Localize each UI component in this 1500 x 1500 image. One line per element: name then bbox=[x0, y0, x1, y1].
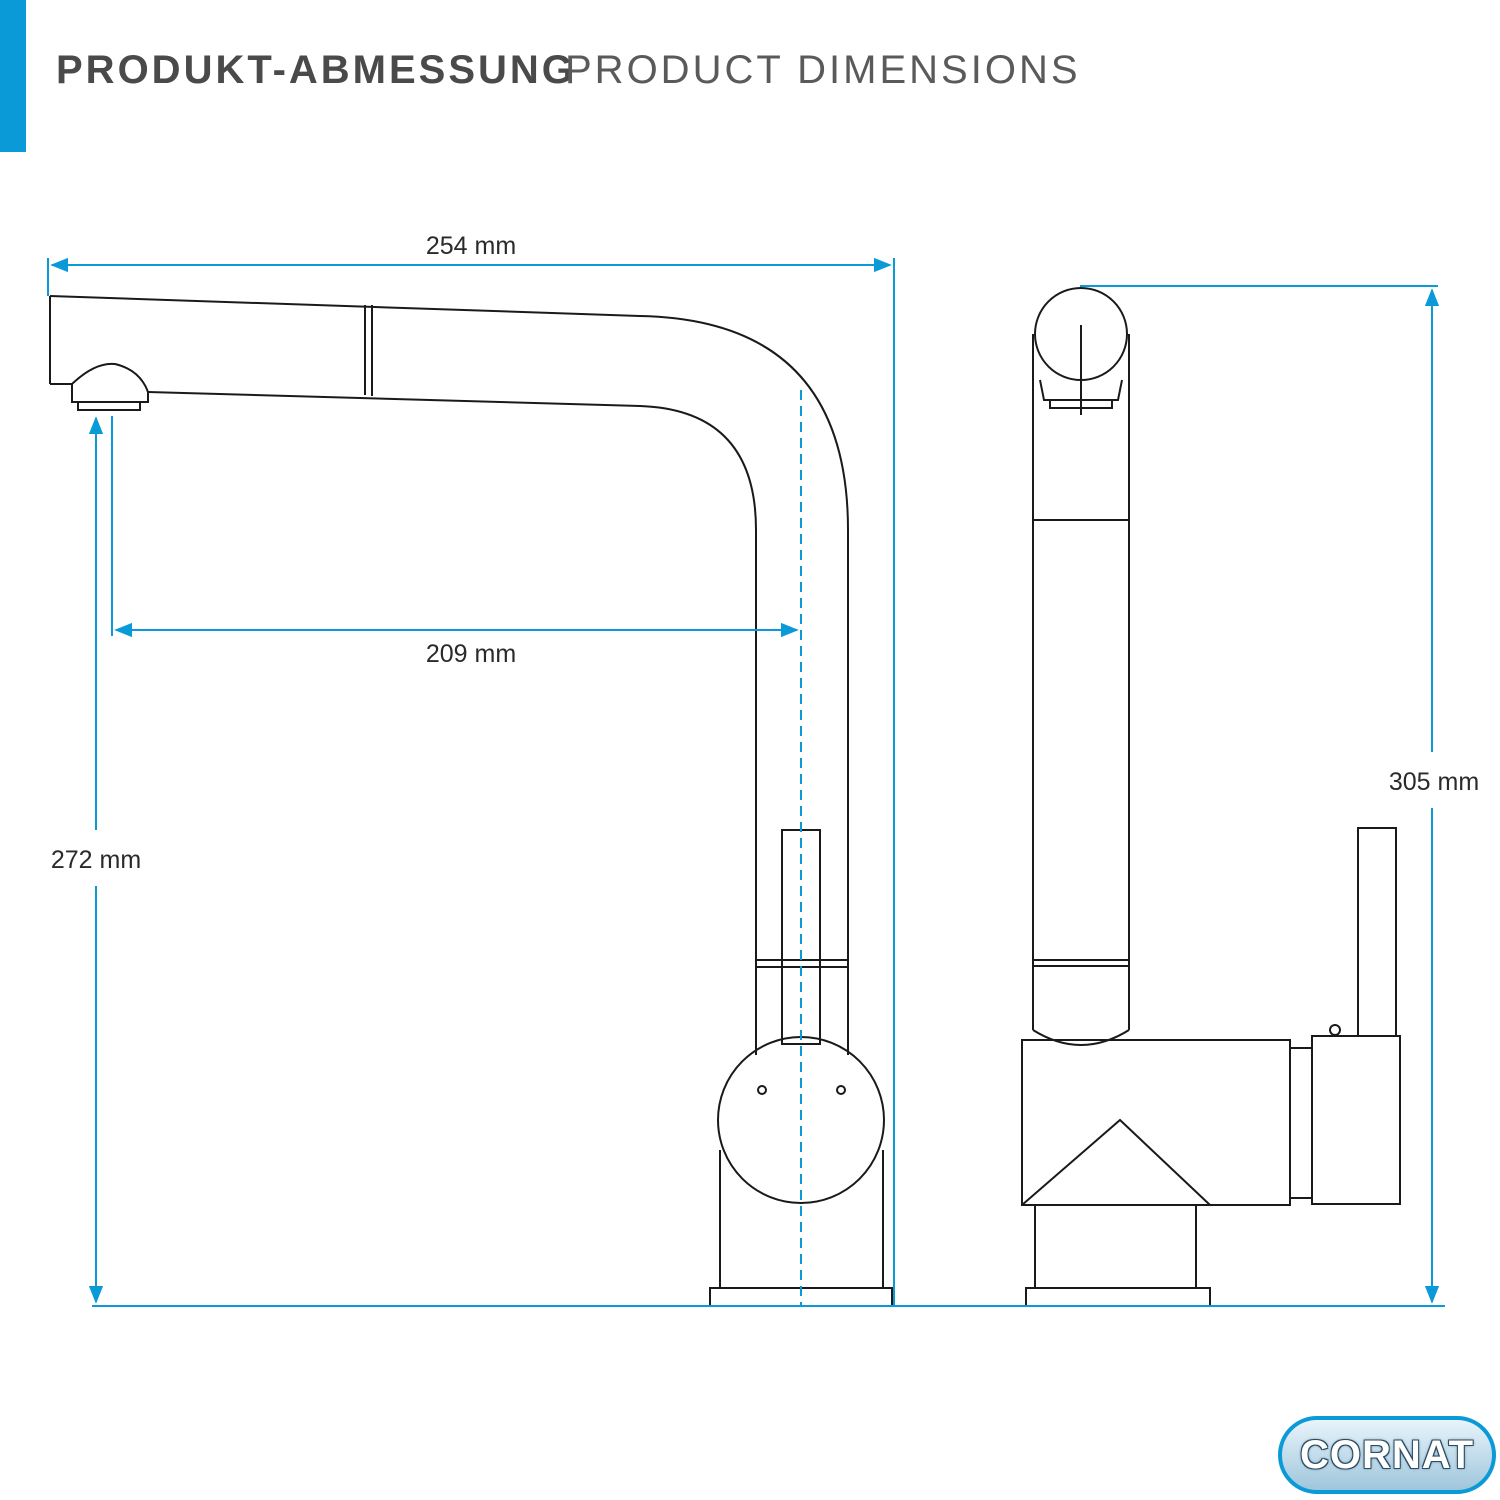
faucet-front-view bbox=[49, 295, 893, 1307]
logo-text: CORNAT bbox=[1299, 1432, 1475, 1477]
dimension-spout-height: 272 mm bbox=[51, 846, 141, 874]
title-german: PRODUKT-ABMESSUNG bbox=[56, 48, 576, 92]
dimension-total-reach: 254 mm bbox=[426, 232, 516, 260]
faucet-side-view bbox=[1021, 287, 1401, 1307]
accent-bar bbox=[0, 0, 26, 152]
title-english: PRODUCT DIMENSIONS bbox=[565, 48, 1081, 92]
dimension-total-height: 305 mm bbox=[1389, 768, 1479, 796]
brand-logo: CORNAT bbox=[1278, 1416, 1496, 1494]
dimension-spout-reach: 209 mm bbox=[426, 640, 516, 668]
dimension-lines bbox=[47, 257, 1445, 1307]
